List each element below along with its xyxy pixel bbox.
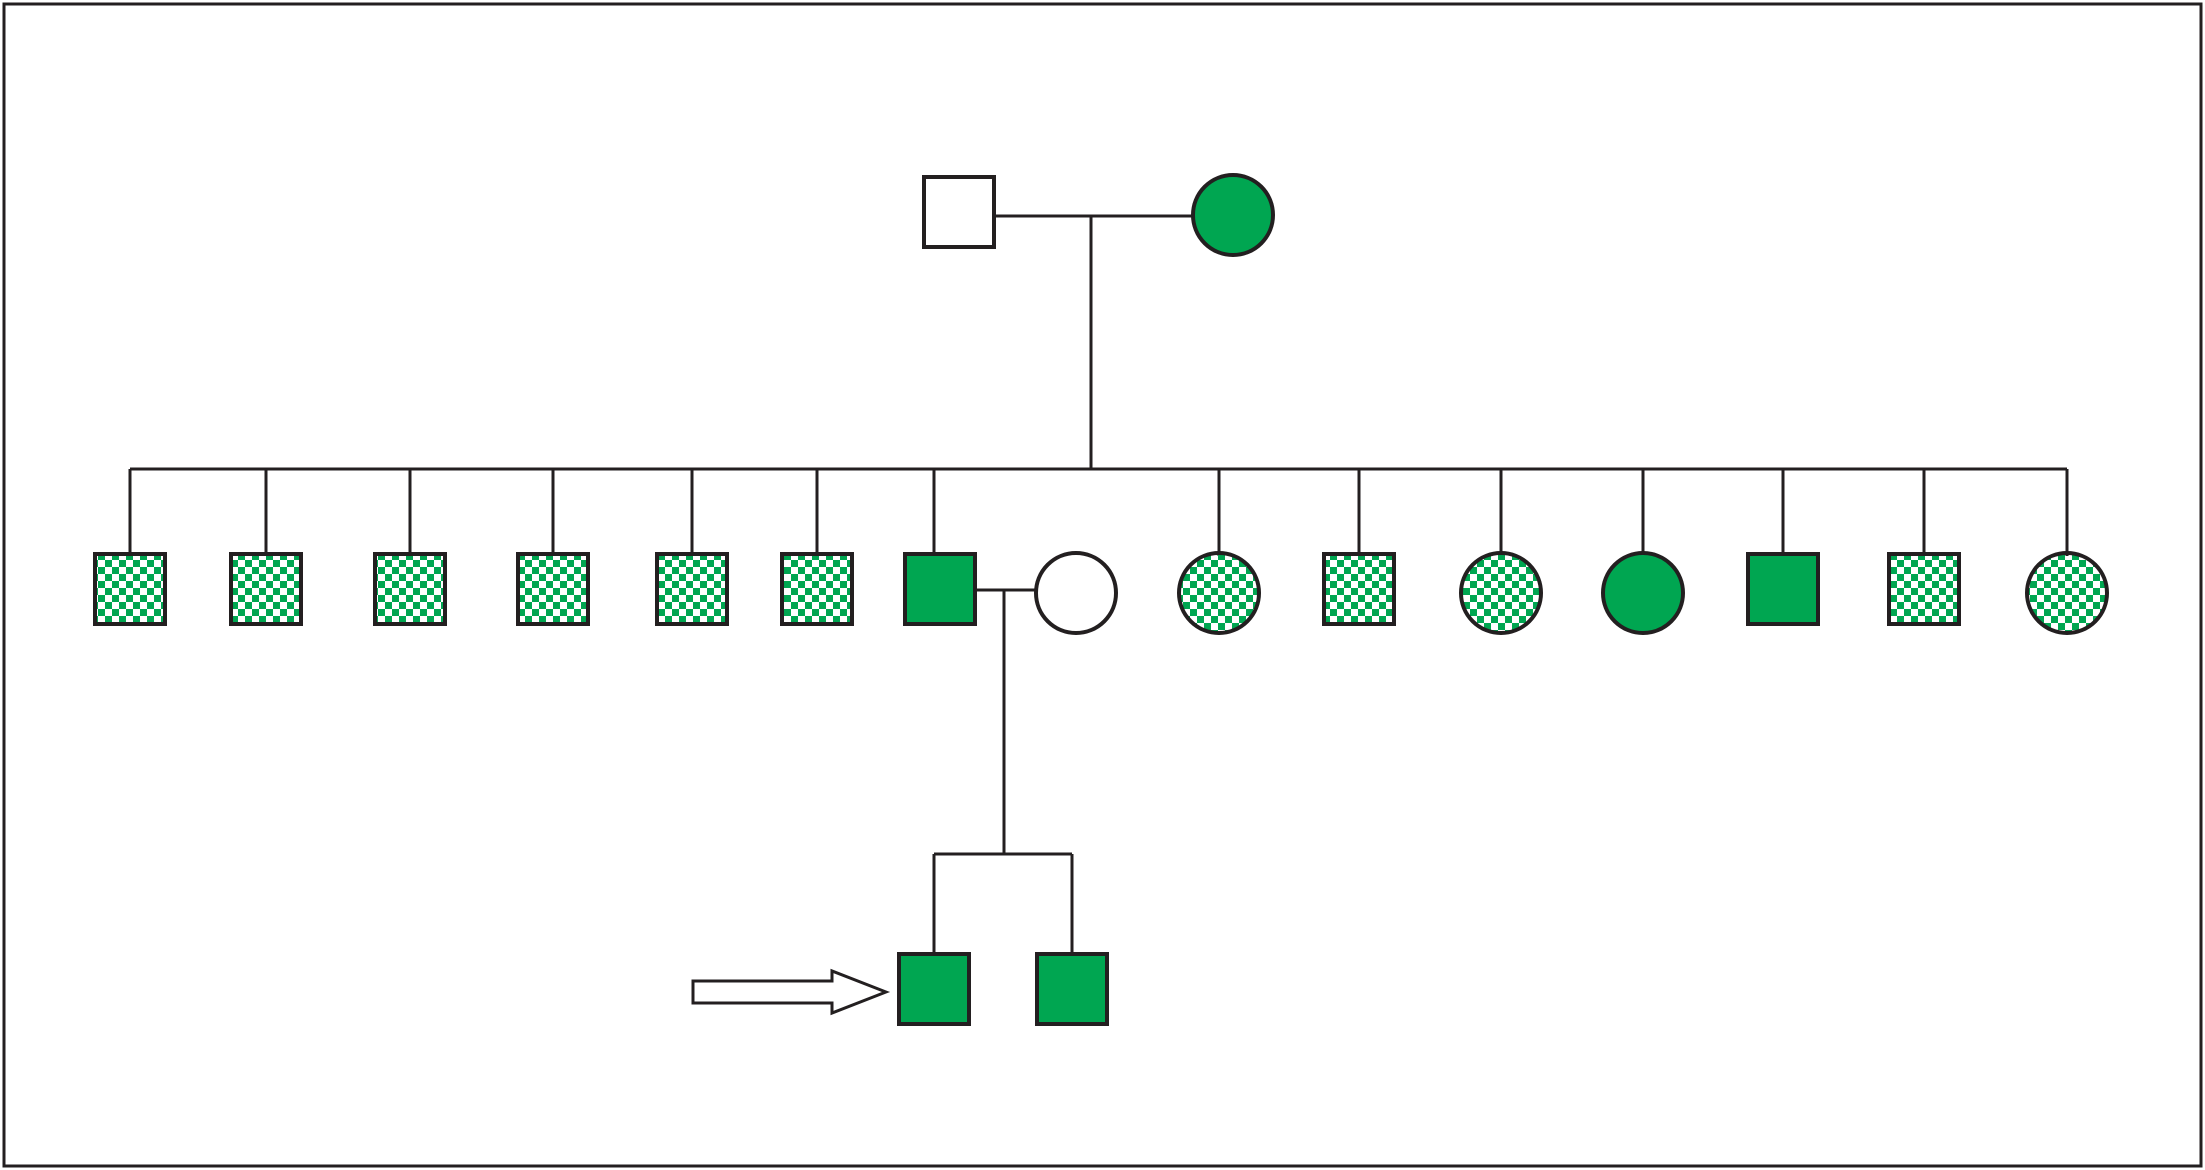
individual-gen2-03-square-hatched	[373, 552, 447, 626]
individual-gen2-02-square-hatched	[229, 552, 303, 626]
individual-gen2-11-circle-solid	[1601, 551, 1685, 635]
individual-gen2-spouse-circle-clear	[1034, 551, 1118, 635]
proband-arrow-icon	[691, 968, 891, 1016]
individual-gen1-male-square-clear	[922, 175, 996, 249]
individual-gen2-07-square-solid	[903, 552, 977, 626]
individual-gen2-06-square-hatched	[780, 552, 854, 626]
individual-gen2-05-square-hatched	[655, 552, 729, 626]
individual-gen2-13-square-hatched	[1887, 552, 1961, 626]
individual-gen1-female-circle-solid	[1191, 173, 1275, 257]
individual-gen2-10-circle-hatched	[1459, 551, 1543, 635]
individual-gen2-09-square-hatched	[1322, 552, 1396, 626]
individual-gen2-08-circle-hatched	[1177, 551, 1261, 635]
individual-gen2-14-circle-hatched	[2025, 551, 2109, 635]
individual-gen2-04-square-hatched	[516, 552, 590, 626]
individual-gen3-brother-square-solid	[1035, 952, 1109, 1026]
individual-gen3-proband-square-solid	[897, 952, 971, 1026]
individual-gen2-12-square-solid	[1746, 552, 1820, 626]
individual-gen2-01-square-hatched	[93, 552, 167, 626]
